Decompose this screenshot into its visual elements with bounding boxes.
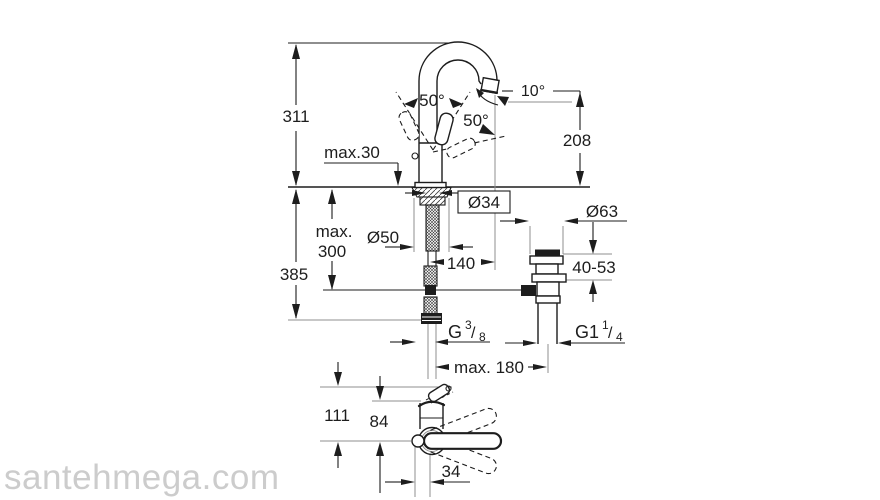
spout-base-curve [417,400,446,408]
supply-thread-base: G [448,322,462,342]
supply-nut [421,313,442,324]
dim-total-height-text: 311 [282,107,309,126]
mounting-assembly [411,186,452,379]
lever-handle-top [422,432,503,450]
spout-top-outlet [445,385,452,392]
watermark-text: santehmega.com [4,458,279,497]
spout-nozzle [480,76,500,95]
dim-shank-diameter-text: Ø34 [468,193,500,212]
lever-ball-joint [411,434,425,448]
shank-diameter-box [457,190,511,214]
temperature-dot [411,152,419,160]
label-drain-thread: G1 1 / 4 [505,318,625,346]
drain-collar [531,273,567,283]
drain-flange [529,255,564,265]
dim-top-depth-text: 111 [324,406,350,425]
dim-drain-flange-diameter: Ø63 [500,202,627,224]
dim-body-depth: 84 [370,376,389,493]
dim-hole-diameter-text: Ø50 [367,228,399,247]
dim-deck-thickness: max.30 [324,143,402,186]
drain-plug-cap [535,249,560,256]
nozzle-mouth [480,88,499,94]
horseshoe-washer [419,196,446,206]
dim-drain-deck-range-text: 40-53 [572,258,615,277]
lever-ghost-up [426,407,497,446]
handle-side [395,91,507,159]
dim-center-distance-text: max. 180 [454,358,524,377]
dim-spout-projection-text: 140 [447,254,475,273]
dim-spout-angle: 10° [476,83,580,106]
label-supply-thread: G 3 / 8 [390,318,490,345]
spout-outer-arc [418,41,498,143]
dim-shank-diameter: Ø34 [405,190,511,214]
drain-assembly: Ø63 40-53 G1 1 / 4 [500,202,627,373]
top-view: 111 84 34 [320,362,503,497]
dim-center-distance: max. 180 [435,358,547,377]
drain-nut [535,295,561,304]
supply-labels: G 3 / 8 max. 180 [390,318,547,377]
swing-construction-left [395,91,434,151]
threaded-shank [425,204,440,252]
drain-body [536,281,560,297]
flex-hose-upper [423,265,438,287]
dim-spout-angle-text: 10° [521,83,545,100]
dim-spout-height: 208 [563,91,591,186]
dim-swing-angle: 50° [404,91,463,110]
dim-drain-flange-text: Ø63 [586,202,618,221]
dim-spout-height-text: 208 [563,131,591,150]
drain-thread-base: G1 [575,322,599,342]
dim-tilt-angle-text: 50° [463,111,489,130]
handle-ghost-down [446,137,476,159]
dim-hose-depth-word: max. [316,222,353,241]
dim-drain-deck-range: 40-53 [572,222,616,302]
drain-stem [535,263,559,275]
dim-hole-diameter: Ø50 [367,228,473,250]
dim-spout-projection: 140 [430,254,495,273]
spout-inner-arc [436,59,482,143]
dim-swing-angle-text: 50° [419,91,445,110]
drain-rod-port [521,285,536,296]
drain-thread-sup: 1 [602,318,609,332]
flex-hose-lower [423,296,438,315]
dim-total-depth-text: 385 [280,265,308,284]
body-base-flange [414,181,447,189]
supply-thread-sub: 8 [479,330,486,344]
supply-thread-sup: 3 [465,318,472,332]
dim-handle-offset-text: 34 [442,462,461,481]
dim-deck-thickness-text: max.30 [324,143,380,162]
supply-thread-slash: / [471,325,476,342]
dim-body-depth-text: 84 [370,412,389,431]
drain-thread-slash: / [608,325,613,342]
handle-ghost-left [398,111,420,141]
dim-handle-offset: 34 [385,462,470,485]
dim-tilt-angle: 50° [463,111,495,135]
side-view: 311 385 max. 300 max.30 [280,41,591,379]
dim-total-height: 311 [282,44,310,186]
spout-top-tip [427,383,451,403]
dim-total-depth: 385 [280,189,308,319]
dim-top-depth: 111 [324,362,350,468]
dim-hose-depth-value: 300 [318,242,346,261]
drain-thread-sub: 4 [616,330,623,344]
handle-lever [434,112,454,146]
dim-hose-depth: max. 300 [316,189,353,290]
faucet-top [411,383,503,475]
